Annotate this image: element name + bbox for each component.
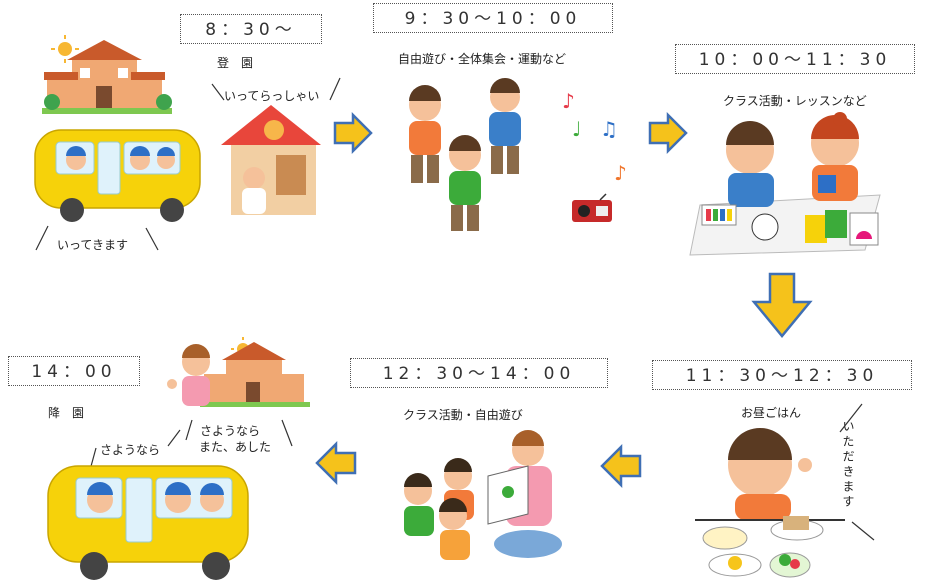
flow-arrow-icon <box>648 111 688 155</box>
kindergarten-building-icon <box>42 40 172 114</box>
time-box-step-1: 8：30～ <box>180 14 322 44</box>
radio-icon <box>572 193 612 222</box>
step-label-3: クラス活動・レッスンなど <box>723 94 867 108</box>
flow-arrow-2 <box>648 111 688 155</box>
svg-text:♪: ♪ <box>614 161 627 185</box>
class-activity-illustration <box>689 112 881 256</box>
lunch-illustration <box>695 428 845 578</box>
school-bus-icon <box>47 465 249 580</box>
time-box-step-4: 11：30～12：30 <box>652 360 912 390</box>
speech-itadakimasu: いただきます <box>841 420 855 510</box>
storytime-illustration <box>404 430 562 560</box>
flow-arrow-3 <box>751 272 813 338</box>
time-box-step-6: 14：00 <box>8 356 140 386</box>
time-box-step-3: 10：00～11：30 <box>675 44 915 74</box>
house-icon <box>221 105 321 215</box>
flow-arrow-icon <box>600 443 642 489</box>
svg-text:♩: ♩ <box>572 117 581 141</box>
speech-ittekimasu: いってきます <box>57 238 129 252</box>
flow-arrow-5 <box>315 440 357 486</box>
music-note-icon: ♪ ♩ ♫ ♪ <box>562 89 627 185</box>
speech-mata-ashita: また、あした <box>199 440 272 454</box>
step-label-4: お昼ごはん <box>741 406 802 420</box>
teacher-waving-illustration <box>167 344 210 406</box>
step-label-6: 降 園 <box>48 406 85 420</box>
flow-arrow-icon <box>333 111 373 155</box>
sun-icon <box>51 35 79 63</box>
flow-arrow-1 <box>333 111 373 155</box>
step-label-5: クラス活動・自由遊び <box>403 408 523 422</box>
time-box-step-2: 9：30～10：00 <box>373 3 613 33</box>
svg-text:♪: ♪ <box>562 89 575 113</box>
svg-text:♫: ♫ <box>600 117 618 141</box>
school-bus-icon <box>34 129 201 222</box>
time-box-step-5: 12：30～14：00 <box>350 358 608 388</box>
speech-sayonara-left: さようなら <box>100 443 161 457</box>
flow-arrow-4 <box>600 443 642 489</box>
children-exercising-illustration <box>409 78 521 231</box>
flow-arrow-icon <box>315 440 357 486</box>
step-label-2: 自由遊び・全体集会・運動など <box>398 52 567 66</box>
flow-arrow-icon <box>751 272 813 338</box>
step-label-1: 登 園 <box>217 56 254 70</box>
speech-sayonara-right: さようなら <box>200 424 261 438</box>
speech-itterasshai: いってらっしゃい <box>224 89 320 103</box>
